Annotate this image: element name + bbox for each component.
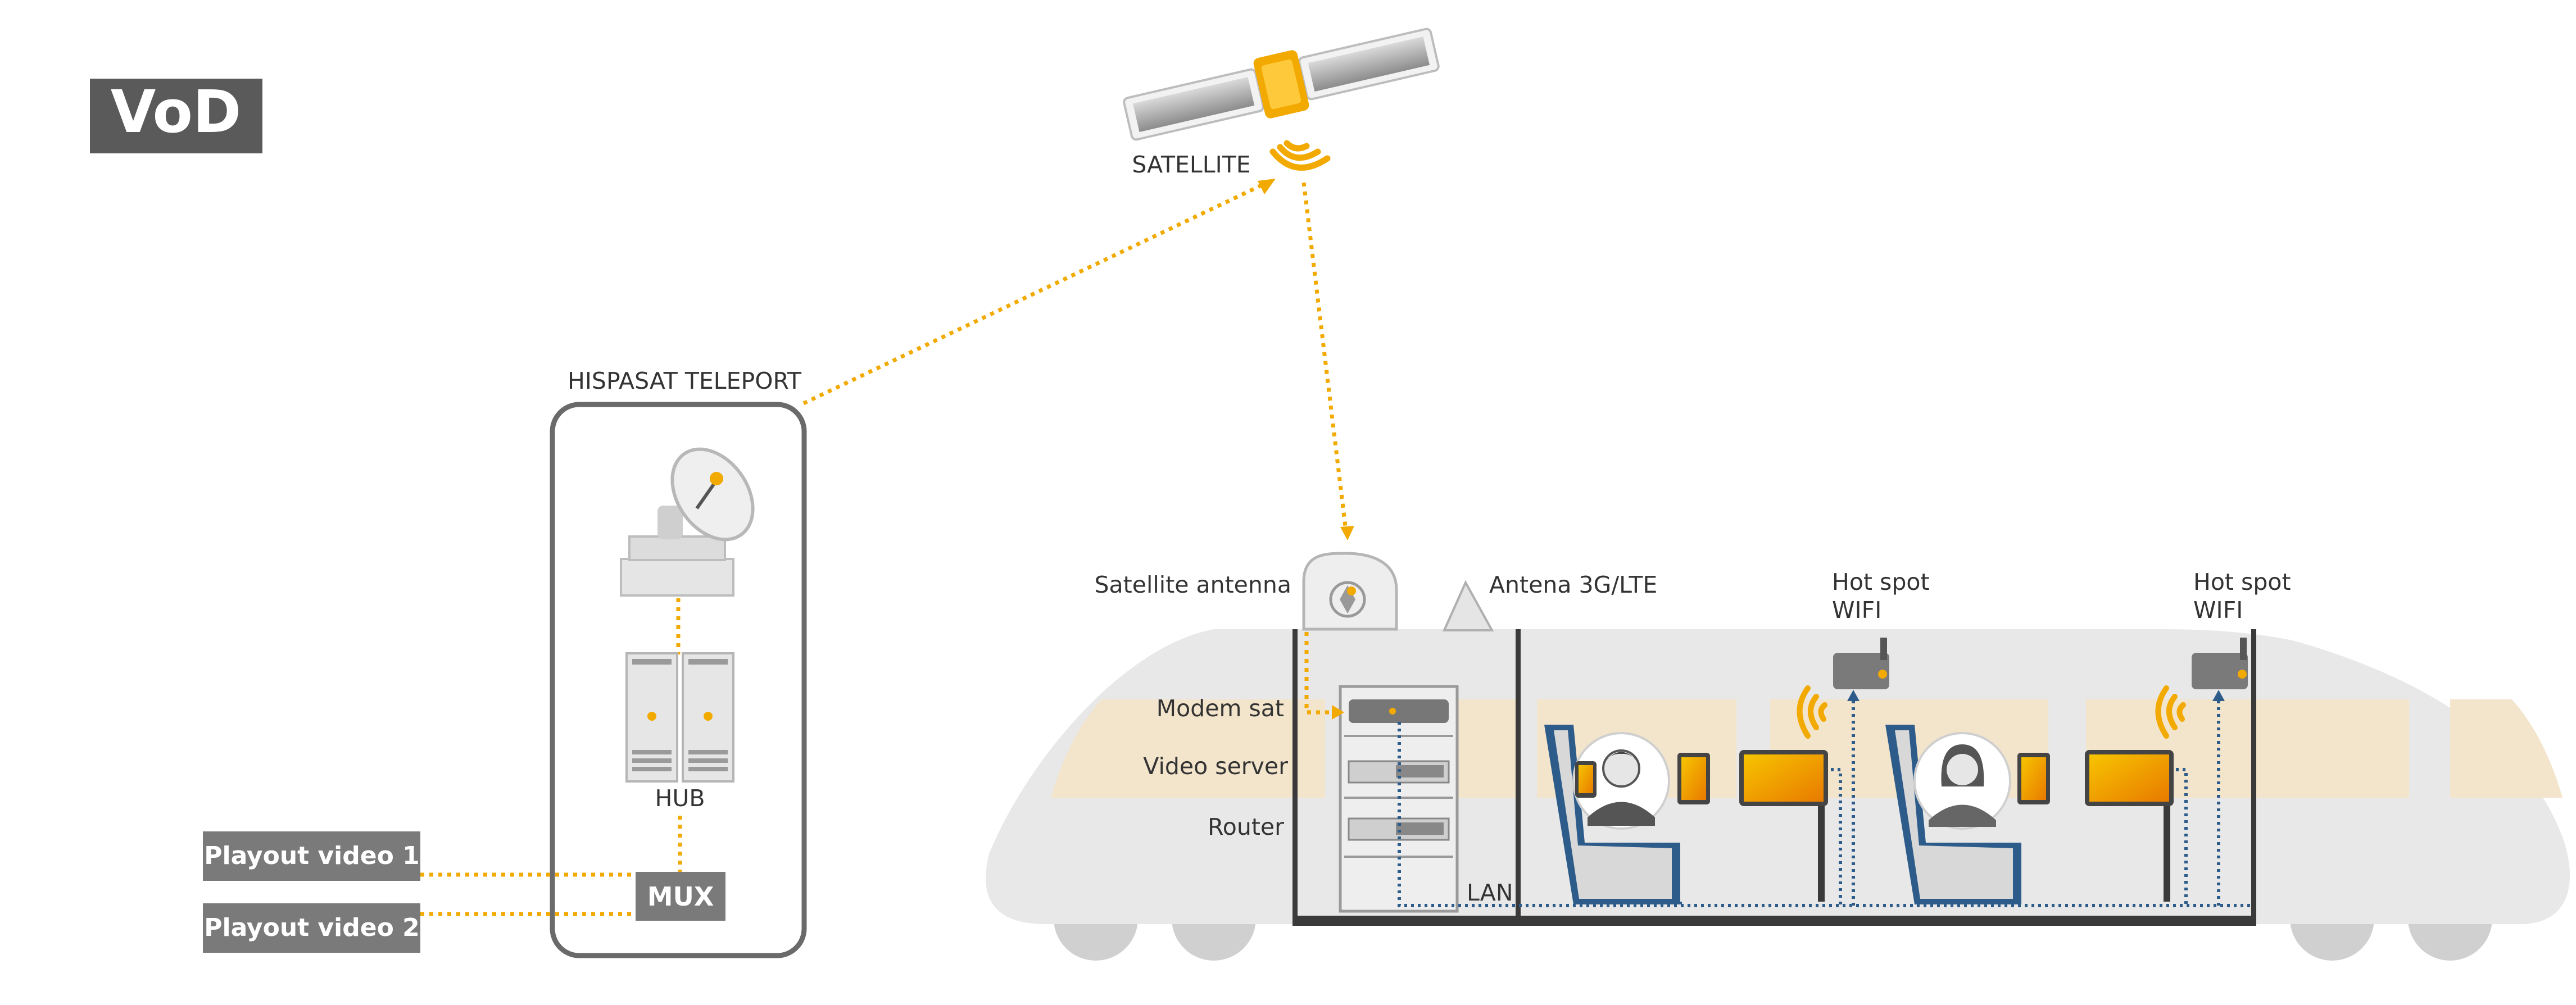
wifi-router-icon [1833, 638, 1889, 689]
train-dividers [1292, 629, 2256, 921]
wifi-signal-icon [1797, 685, 2186, 739]
downlink-arrowhead [1340, 526, 1354, 540]
lan-label: LAN [1467, 879, 1513, 906]
teleport-label: HISPASAT TELEPORT [568, 367, 802, 394]
satellite-links [802, 180, 1348, 531]
lte-antenna-icon [1442, 580, 1494, 631]
passenger-icon [1885, 725, 2050, 904]
dish-icon [620, 447, 755, 597]
video-server-label: Video server [1143, 753, 1288, 780]
playout-video-2-label: Playout video 2 [204, 913, 420, 942]
hotspot-2-label-line1: Hot spot [2193, 569, 2291, 595]
vod-badge-label: VoD [111, 78, 242, 146]
passenger-icon [1544, 725, 1710, 904]
vod-badge: VoD [90, 78, 262, 153]
uplink-arrowhead [1258, 179, 1276, 194]
wifi-router-icon [2192, 638, 2248, 689]
train-floor [1292, 916, 2256, 926]
satellite-signal-icon [1269, 140, 1331, 171]
satellite-antenna-icon [1302, 552, 1398, 631]
playout-inputs: Playout video 1 Playout video 2 [203, 831, 636, 953]
train: Satellite antenna Antena 3G/LTE Hot spot… [986, 552, 2570, 961]
satellite-antenna-label: Satellite antenna [1095, 571, 1291, 598]
uplink-line [802, 180, 1268, 406]
mux-box: MUX [636, 872, 725, 921]
modem-label: Modem sat [1157, 695, 1284, 722]
antenna-modem-link [1304, 632, 1336, 715]
hotspot-2-label-line2: WIFI [2193, 597, 2243, 624]
hotspot-1-label-line2: WIFI [1832, 597, 1881, 624]
satellite-icon [1123, 28, 1440, 141]
router-label: Router [1208, 813, 1284, 840]
hub-label: HUB [655, 785, 705, 812]
screen-icon [2085, 750, 2174, 902]
mux-label: MUX [647, 881, 714, 912]
satellite-label: SATELLITE [1132, 151, 1250, 178]
hotspot-1-label-line1: Hot spot [1832, 569, 1930, 595]
screen-icon [1739, 750, 1828, 902]
hispasat-teleport: HISPASAT TELEPORT HUB [550, 367, 807, 958]
playout-video-1-label: Playout video 1 [204, 842, 420, 870]
downlink-line [1301, 182, 1348, 531]
server-icon [625, 652, 734, 783]
lte-antenna-label: Antena 3G/LTE [1489, 571, 1657, 598]
